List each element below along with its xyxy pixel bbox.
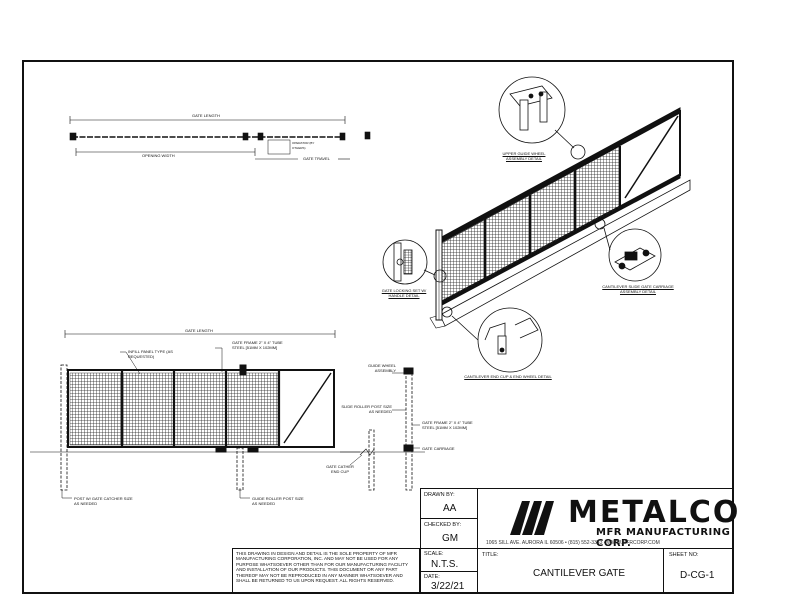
checked-by-value: GM xyxy=(442,533,459,544)
company-address: 1065 SILL AVE. AURORA IL 60506 • (815) 5… xyxy=(486,540,660,546)
company-logo-cell: METALCO MFR MANUFACTURING CORP. 1065 SIL… xyxy=(477,488,738,549)
gate-travel-label: GATE TRAVEL xyxy=(303,156,330,161)
side-view xyxy=(340,367,425,491)
date-value: 3/22/21 xyxy=(431,581,465,592)
scale-cell: SCALE: N.T.S. xyxy=(420,548,478,572)
date-cell: DATE: 3/22/21 xyxy=(420,571,478,593)
company-subtitle: MFR MANUFACTURING CORP. xyxy=(596,527,731,549)
sheet-number-value: D-CG-1 xyxy=(680,570,715,581)
guide-wheel-assembly-label: GUIDE WHEEL ASSEMBLY xyxy=(367,363,396,373)
side-gate-frame-label: GATE FRAME 2" X 4" TUBE STEEL [51MM X 10… xyxy=(422,420,473,430)
catcher-end-cup-label: GATE CATHER END CUP xyxy=(326,464,354,474)
slide-roller-post-label: SLIDE ROLLER POST SIZE AS NEEDED xyxy=(341,404,392,414)
metalco-logo-icon xyxy=(510,501,554,535)
scale-value: N.T.S. xyxy=(431,559,459,570)
drawn-by-cell: DRAWN BY: AA xyxy=(420,488,478,519)
drawn-by-value: AA xyxy=(443,503,457,514)
title-value: CANTILEVER GATE xyxy=(533,568,626,579)
sheet-number-label: SHEET NO: xyxy=(669,552,699,558)
scale-label: SCALE: xyxy=(424,551,444,557)
post-catcher-label: POST W/ GATE CATCHER SIZE AS NEEDED xyxy=(74,496,133,506)
operator-note: OPERATOR (BY OTHERS) xyxy=(292,141,315,150)
end-cup-label: CANTILEVER END CUP & END WHEEL DETAIL xyxy=(464,374,552,379)
elevation-gate-length-label: GATE LENGTH xyxy=(185,328,213,333)
title-cell: TITLE: CANTILEVER GATE xyxy=(477,548,664,593)
upper-guide-wheel-label: UPPER GUIDE WHEEL ASSEMBLY DETAIL xyxy=(502,151,546,161)
isometric-gate xyxy=(429,107,691,329)
date-label: DATE: xyxy=(424,574,440,580)
top-gate-length-label: GATE LENGTH xyxy=(192,113,220,118)
gate-locking-set-detail xyxy=(382,239,436,285)
drawing-border xyxy=(22,60,734,594)
end-cup-detail xyxy=(451,307,543,373)
opening-width-label: OPENING WIDTH xyxy=(142,153,175,158)
gate-carriage-label: GATE CARRIAGE xyxy=(422,446,455,451)
upper-guide-wheel-detail xyxy=(498,76,575,149)
title-label: TITLE: xyxy=(482,552,499,558)
guide-roller-post-label: GUIDE ROLLER POST SIZE AS NEEDED xyxy=(252,496,304,506)
checked-by-label: CHECKED BY: xyxy=(424,522,461,528)
carriage-assembly-label: CANTILEVER SLIDE GATE CARRIAGE ASSEMBLY … xyxy=(602,284,674,294)
elevation-view xyxy=(30,330,360,499)
carriage-assembly-detail xyxy=(603,227,662,282)
disclaimer-box: THIS DRAWING IN DESIGN AND DETAIL IS THE… xyxy=(232,548,420,593)
top-plan-view xyxy=(69,116,371,160)
elevation-gate-frame-label: GATE FRAME 2" X 4" TUBE STEEL [51MM X 10… xyxy=(232,340,283,350)
infill-panel-label: INFILL PANEL TYPE (AS REQUESTED) xyxy=(128,349,173,359)
checked-by-cell: CHECKED BY: GM xyxy=(420,518,478,549)
sheet-number-cell: SHEET NO: D-CG-1 xyxy=(663,548,734,593)
disclaimer-text: THIS DRAWING IN DESIGN AND DETAIL IS THE… xyxy=(236,551,409,584)
locking-set-label: GATE LOCKING SET W/ HANDLE DETAIL xyxy=(381,288,427,298)
drawn-by-label: DRAWN BY: xyxy=(424,492,455,498)
company-name: METALCO xyxy=(568,495,741,530)
